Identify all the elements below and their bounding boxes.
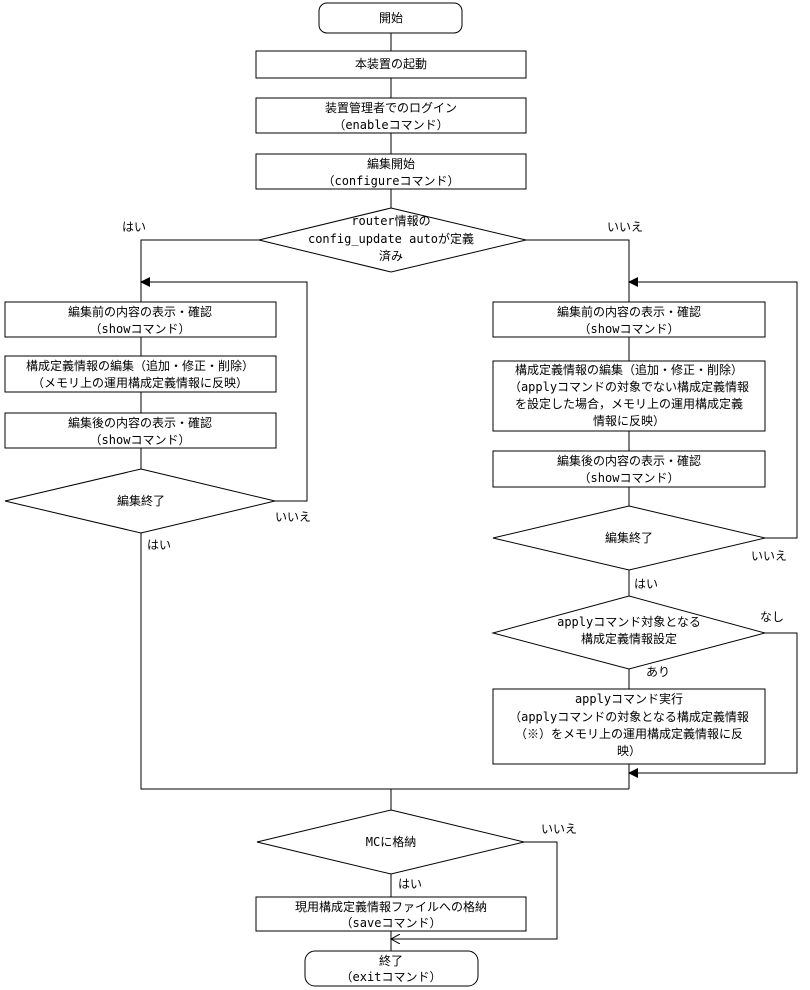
node-login-line: （enableコマンド） <box>333 118 448 132</box>
left-show-before: 編集前の内容の表示・確認 （showコマンド） <box>4 301 277 338</box>
left-edit: 構成定義情報の編集（追加・修正・削除） （メモリ上の運用構成定義情報に反映） <box>4 355 277 393</box>
node-end-line: （exitコマンド） <box>341 970 442 984</box>
right-label-yes: はい <box>634 577 658 591</box>
right-show-after-line: 編集後の内容の表示・確認 <box>557 453 701 468</box>
left-decision-end: 編集終了 <box>4 468 276 534</box>
node-edit-start: 編集開始 （configureコマンド） <box>255 153 527 190</box>
right-edit-line: を設定した場合，メモリ上の運用構成定義 <box>515 396 743 411</box>
right-show-before-line: 編集前の内容の表示・確認 <box>557 304 701 319</box>
left-decision-end-text: 編集終了 <box>117 493 165 508</box>
node-apply-exec-line: （※）をメモリ上の運用構成定義情報に反 <box>515 726 743 741</box>
node-save-line: 現用構成定義情報ファイルへの格納 <box>295 899 487 914</box>
node-end-line: 終了 <box>379 953 403 968</box>
right-label-no: いいえ <box>751 549 787 563</box>
node-save-line: （saveコマンド） <box>341 916 442 930</box>
label-exists: あり <box>646 665 670 679</box>
node-end: 終了 （exitコマンド） <box>304 950 479 987</box>
node-apply-exec-line: （applyコマンドの対象となる構成定義情報 <box>509 709 749 724</box>
node-boot-text: 本装置の起動 <box>355 57 427 71</box>
decision-router: router情報の config_update autoが定義 済み <box>258 207 527 273</box>
decision-router-line: 済み <box>379 248 403 263</box>
right-edit: 構成定義情報の編集（追加・修正・削除） （applyコマンドの対象でない構成定義… <box>492 360 766 432</box>
node-edit-start-line: 編集開始 <box>367 156 415 171</box>
left-show-after-line: 編集後の内容の表示・確認 <box>68 415 212 430</box>
label-mc-yes: はい <box>398 877 422 891</box>
decision-apply-line: 構成定義情報設定 <box>581 631 677 646</box>
right-edit-line: 構成定義情報の編集（追加・修正・削除） <box>515 362 743 377</box>
decision-router-line: config_update autoが定義 <box>308 231 474 246</box>
right-edit-line: 情報に反映） <box>593 414 665 428</box>
decision-apply-line: applyコマンド対象となる <box>557 615 701 629</box>
connectors <box>140 33 798 951</box>
node-edit-start-line: （configureコマンド） <box>322 174 459 188</box>
label-yes-left: はい <box>122 220 146 234</box>
node-apply-exec-line: applyコマンド実行 <box>575 691 683 706</box>
node-start-text: 開始 <box>379 11 403 25</box>
right-show-after: 編集後の内容の表示・確認 （showコマンド） <box>492 450 766 488</box>
left-show-before-line: 編集前の内容の表示・確認 <box>68 304 212 319</box>
node-apply-exec: applyコマンド実行 （applyコマンドの対象となる構成定義情報 （※）をメ… <box>492 688 766 765</box>
decision-apply: applyコマンド対象となる 構成定義情報設定 <box>491 595 767 670</box>
left-label-yes: はい <box>147 538 171 552</box>
label-no-right: いいえ <box>607 220 643 234</box>
right-decision-end: 編集終了 <box>492 505 766 571</box>
node-login: 装置管理者でのログイン （enableコマンド） <box>255 97 527 134</box>
left-show-after-line: （showコマンド） <box>90 433 191 447</box>
node-login-line: 装置管理者でのログイン <box>325 100 457 115</box>
node-boot: 本装置の起動 <box>255 50 527 79</box>
right-decision-end-text: 編集終了 <box>605 530 653 545</box>
node-save: 現用構成定義情報ファイルへの格納 （saveコマンド） <box>255 896 527 932</box>
node-start: 開始 <box>318 2 463 34</box>
left-show-after: 編集後の内容の表示・確認 （showコマンド） <box>4 412 277 449</box>
left-edit-line: （メモリ上の運用構成定義情報に反映） <box>32 375 248 390</box>
right-show-before: 編集前の内容の表示・確認 （showコマンド） <box>492 301 766 338</box>
left-label-no: いいえ <box>275 510 311 524</box>
decision-mc-text: MCに格納 <box>366 834 416 849</box>
right-show-before-line: （showコマンド） <box>579 322 680 336</box>
node-apply-exec-line: 映） <box>617 744 641 758</box>
right-edit-line: （applyコマンドの対象でない構成定義情報 <box>509 379 749 394</box>
decision-mc: MCに格納 <box>256 809 525 875</box>
decision-router-line: router情報の <box>351 214 430 228</box>
left-edit-line: 構成定義情報の編集（追加・修正・削除） <box>26 358 254 373</box>
label-mc-no: いいえ <box>541 822 577 836</box>
right-show-after-line: （showコマンド） <box>579 471 680 485</box>
label-none: なし <box>760 610 784 624</box>
left-show-before-line: （showコマンド） <box>90 322 191 336</box>
